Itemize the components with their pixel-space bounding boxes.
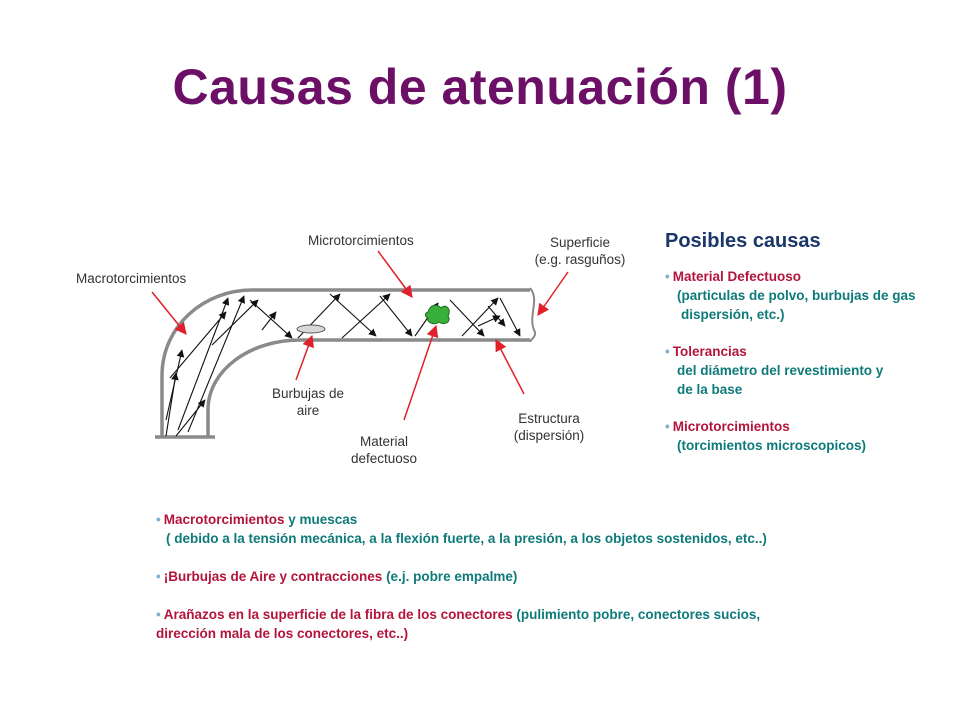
pointer-arrows [151,250,569,421]
note-item: •¡Burbujas de Aire y contracciones (e.j.… [156,569,518,584]
cause-item: •Tolerancias del diámetro del revestimie… [665,344,884,397]
bullet-icon: • [665,419,670,434]
cause-item: •Microtorcimientos (torcimientos microsc… [665,419,867,453]
light-rays [165,293,521,437]
label-material: Material defectuoso [350,434,418,466]
bottom-notes: •Macrotorcimientos y muescas ( debido a … [156,510,956,662]
label-estructura: Estructura (dispersión) [513,411,585,443]
bullet-icon: • [156,512,161,527]
bullet-icon: • [156,569,161,584]
note-item: •Arañazos en la superficie de la fibra d… [156,607,761,641]
label-macrotorcimientos: Macrotorcimientos [76,271,187,286]
defect-blob [424,304,450,325]
note-item: •Macrotorcimientos y muescas ( debido a … [156,512,767,546]
label-microtorcimientos: Microtorcimientos [308,233,414,248]
fiber-walls [155,287,537,439]
possible-causes-panel: Posibles causas •Material Defectuoso (pa… [665,230,960,473]
page-title: Causas de atenuación (1) [172,59,788,115]
cause-item: •Material Defectuoso (particulas de polv… [665,269,916,322]
bullet-icon: • [665,344,670,359]
bullet-icon: • [156,607,161,622]
air-bubble [296,324,326,334]
bullet-icon: • [665,269,670,284]
label-superficie: Superficie (e.g. rasguños) [534,235,626,267]
label-burbujas: Burbujas de aire [271,386,345,418]
causes-heading: Posibles causas [665,230,821,252]
